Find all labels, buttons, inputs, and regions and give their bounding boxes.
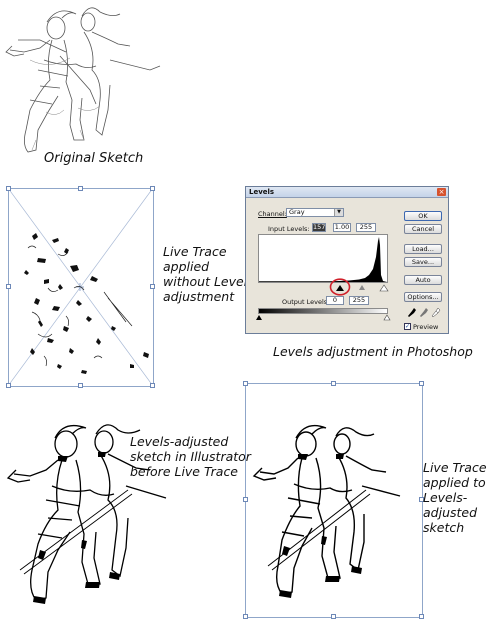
selection-handle[interactable] <box>331 381 336 386</box>
histogram-graph <box>259 237 387 282</box>
selection-handle[interactable] <box>243 381 248 386</box>
selection-handle[interactable] <box>419 381 424 386</box>
channel-select[interactable]: Gray ▼ <box>286 208 344 217</box>
output-black-field[interactable]: 0 <box>326 296 344 305</box>
caption-line: applied to <box>423 475 486 490</box>
save-button[interactable]: Save... <box>404 257 442 267</box>
output-slider-track[interactable] <box>256 314 392 322</box>
histogram <box>258 234 388 283</box>
caption-live-trace-levels: Live Trace applied to Levels-adjusted sk… <box>423 460 500 535</box>
load-button[interactable]: Load... <box>404 244 442 254</box>
input-white-field[interactable]: 255 <box>356 223 376 232</box>
selection-handle[interactable] <box>419 497 424 502</box>
caption-original-sketch: Original Sketch <box>44 151 144 166</box>
gray-eyedropper-icon[interactable] <box>420 308 428 317</box>
ok-button[interactable]: OK <box>404 211 442 221</box>
selection-handle[interactable] <box>6 284 11 289</box>
caption-line: sketch in Illustrator <box>130 449 251 464</box>
input-black-field[interactable]: 157 <box>312 223 326 232</box>
levels-dialog: Levels × Channel: Gray ▼ Input Levels: 1… <box>245 186 449 334</box>
selection-handle[interactable] <box>78 383 83 388</box>
live-trace-fragments-image <box>24 233 149 374</box>
chevron-down-icon: ▼ <box>334 209 343 216</box>
caption-line: adjustment <box>163 289 235 304</box>
input-slider-track[interactable] <box>258 283 390 293</box>
output-levels-label: Output Levels: <box>282 298 330 306</box>
auto-button[interactable]: Auto <box>404 275 442 285</box>
selection-handle[interactable] <box>150 284 155 289</box>
caption-levels-photoshop: Levels adjustment in Photoshop <box>273 344 473 359</box>
caption-line: without Levels <box>163 274 254 289</box>
live-trace-levels-image <box>252 424 401 598</box>
red-highlight-circle <box>329 278 351 296</box>
caption-live-trace-no-levels: Live Trace applied without Levels adjust… <box>163 244 254 304</box>
selection-handle[interactable] <box>243 497 248 502</box>
caption-line: before Live Trace <box>130 464 239 479</box>
close-icon[interactable]: × <box>437 188 446 196</box>
white-eyedropper-icon[interactable] <box>431 307 441 317</box>
caption-line: Levels-adjusted <box>130 434 229 449</box>
selection-handle[interactable] <box>331 614 336 619</box>
eyedropper-tools <box>408 307 441 317</box>
preview-label: Preview <box>413 323 439 331</box>
channel-label: Channel: <box>258 210 287 218</box>
caption-line: Live Trace <box>163 244 227 259</box>
selection-handle[interactable] <box>150 383 155 388</box>
input-levels-label: Input Levels: <box>268 225 310 233</box>
output-gradient-bar <box>258 308 388 314</box>
caption-levels-adjusted-sketch: Levels-adjusted sketch in Illustrator be… <box>130 434 251 479</box>
levels-adjusted-sketch-image <box>6 424 167 604</box>
selection-handle[interactable] <box>419 614 424 619</box>
selection-handle[interactable] <box>150 186 155 191</box>
channel-value: Gray <box>289 208 305 216</box>
caption-line: sketch <box>423 520 465 535</box>
selection-handle[interactable] <box>6 383 11 388</box>
caption-line: applied <box>163 259 210 274</box>
caption-line: Levels-adjusted <box>423 490 478 520</box>
dialog-title: Levels <box>249 188 275 196</box>
input-gamma-field[interactable]: 1.00 <box>333 223 351 232</box>
caption-line: Live Trace <box>423 460 487 475</box>
selection-handle[interactable] <box>78 186 83 191</box>
black-eyedropper-icon[interactable] <box>408 308 416 317</box>
selection-handle[interactable] <box>243 614 248 619</box>
selection-handle[interactable] <box>6 186 11 191</box>
output-white-field[interactable]: 255 <box>349 296 369 305</box>
options-button[interactable]: Options... <box>404 292 442 302</box>
preview-checkbox[interactable]: ✓ <box>404 323 411 330</box>
dialog-titlebar: Levels × <box>246 187 448 198</box>
cancel-button[interactable]: Cancel <box>404 224 442 234</box>
original-sketch-image <box>5 7 161 153</box>
